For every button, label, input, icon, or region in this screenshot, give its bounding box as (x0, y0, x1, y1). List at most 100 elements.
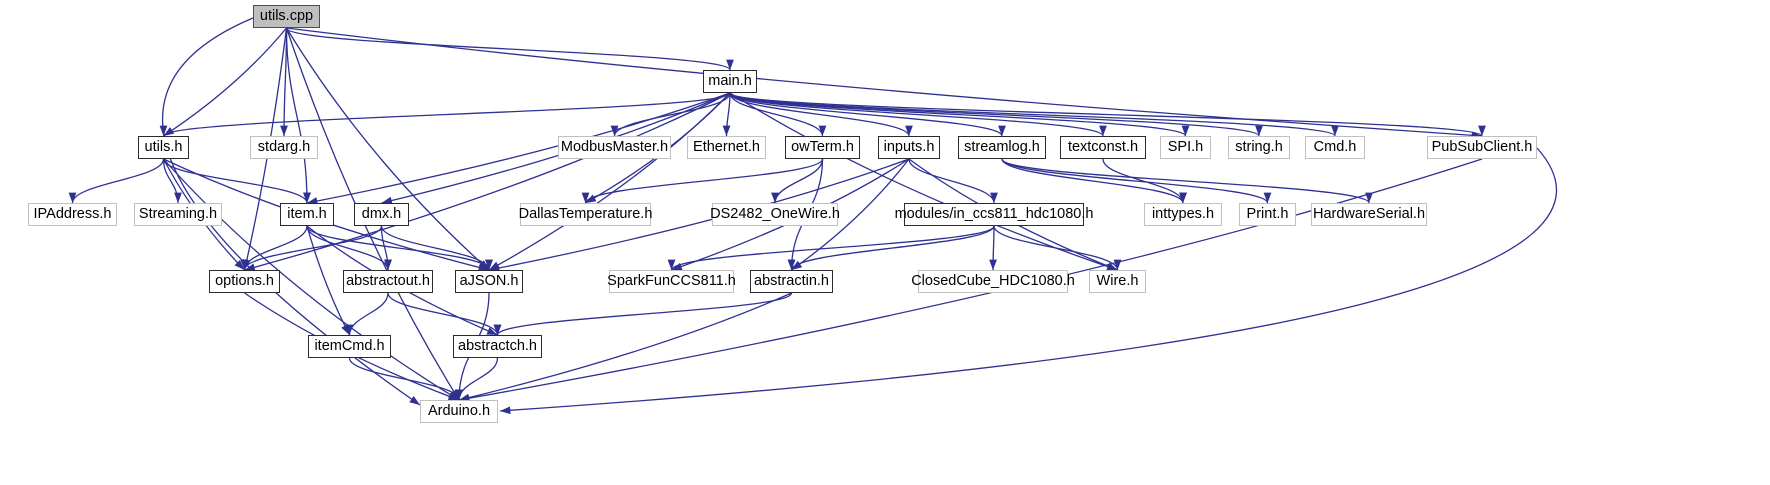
graph-node-abstractout-h[interactable]: abstractout.h (343, 270, 433, 293)
graph-node-label: Cmd.h (1313, 139, 1357, 156)
graph-node-item-h[interactable]: item.h (280, 203, 334, 226)
graph-node-itemcmd-h[interactable]: itemCmd.h (308, 335, 391, 358)
graph-node-label: dmx.h (361, 206, 402, 223)
graph-node-label: Arduino.h (427, 403, 491, 420)
graph-edge (1001, 158, 1373, 204)
graph-node-stdarg-h[interactable]: stdarg.h (250, 136, 318, 159)
graph-node-dallastemperature-h[interactable]: DallasTemperature.h (519, 203, 652, 226)
graph-node-label: Streaming.h (138, 206, 218, 223)
graph-edge (908, 158, 998, 204)
graph-node-closedcube-hdc1080-h[interactable]: ClosedCube_HDC1080.h (911, 270, 1075, 293)
graph-node-spi-h[interactable]: SPI.h (1160, 136, 1211, 159)
graph-edge (285, 27, 311, 204)
graph-edge (387, 292, 502, 336)
graph-edge (1102, 158, 1187, 204)
graph-edge (163, 27, 288, 137)
graph-node-dmx-h[interactable]: dmx.h (354, 203, 409, 226)
graph-node-inttypes-h[interactable]: inttypes.h (1144, 203, 1222, 226)
graph-node-main-h[interactable]: main.h (703, 70, 757, 93)
graph-edge (493, 292, 793, 336)
graph-node-label: HardwareSerial.h (1312, 206, 1426, 223)
graph-node-label: ModbusMaster.h (560, 139, 669, 156)
graph-node-abstractch-h[interactable]: abstractch.h (453, 335, 542, 358)
graph-edge (159, 92, 731, 137)
graph-node-label: IPAddress.h (33, 206, 112, 223)
graph-node-hardwareserial-h[interactable]: HardwareSerial.h (1311, 203, 1427, 226)
graph-node-label: PubSubClient.h (1431, 139, 1533, 156)
graph-node-label: Ethernet.h (693, 139, 760, 156)
graph-edge (667, 225, 995, 271)
graph-node-ethernet-h[interactable]: Ethernet.h (687, 136, 766, 159)
graph-edge (380, 225, 392, 271)
graph-edge (1001, 158, 1272, 204)
graph-edge (729, 92, 1107, 137)
graph-node-label: item.h (287, 206, 327, 223)
graph-node-owterm-h[interactable]: owTerm.h (785, 136, 860, 159)
graph-node-textconst-h[interactable]: textconst.h (1060, 136, 1146, 159)
graph-node-arduino-h[interactable]: Arduino.h (420, 400, 498, 423)
graph-node-sparkfunccs811-h[interactable]: SparkFunCCS811.h (607, 270, 736, 293)
graph-node-label: stdarg.h (257, 139, 311, 156)
graph-edge (162, 158, 311, 204)
graph-node-utils-cpp[interactable]: utils.cpp (253, 5, 320, 28)
graph-edge (306, 225, 392, 271)
graph-edge (381, 92, 731, 205)
graph-node-label: Print.h (1246, 206, 1289, 223)
graph-edge (610, 92, 731, 137)
graph-node-utils-h[interactable]: utils.h (138, 136, 189, 159)
graph-edge (771, 158, 824, 204)
graph-edge (306, 225, 493, 271)
graph-node-pubsubclient-h[interactable]: PubSubClient.h (1427, 136, 1537, 159)
graph-edge (1001, 158, 1187, 204)
graph-edge (729, 92, 827, 137)
graph-node-wire-h[interactable]: Wire.h (1089, 270, 1146, 293)
graph-node-ipaddress-h[interactable]: IPAddress.h (28, 203, 117, 226)
graph-node-label: string.h (1235, 139, 1283, 156)
graph-edge (162, 158, 182, 204)
graph-node-label: utils.cpp (259, 8, 314, 25)
graph-edge (285, 27, 734, 71)
graph-node-print-h[interactable]: Print.h (1239, 203, 1296, 226)
graph-node-abstractin-h[interactable]: abstractin.h (750, 270, 833, 293)
graph-edge (729, 92, 1486, 137)
graph-node-string-h[interactable]: string.h (1228, 136, 1290, 159)
graph-edge (240, 225, 383, 271)
graph-node-label: Wire.h (1096, 273, 1139, 290)
graph-node-options-h[interactable]: options.h (209, 270, 280, 293)
graph-node-label: inputs.h (883, 139, 935, 156)
graph-node-modules-ccs811-h[interactable]: modules/in_ccs811_hdc1080.h (895, 203, 1093, 226)
graph-edge (488, 92, 731, 271)
graph-node-modbusmaster-h[interactable]: ModbusMaster.h (558, 136, 671, 159)
graph-edge (729, 92, 1190, 137)
graph-node-label: options.h (215, 273, 274, 290)
graph-node-label: aJSON.h (459, 273, 519, 290)
graph-node-label: ClosedCube_HDC1080.h (911, 273, 1075, 290)
graph-edge (345, 292, 389, 336)
graph-node-label: textconst.h (1067, 139, 1139, 156)
graph-node-label: DallasTemperature.h (518, 206, 653, 223)
graph-node-label: SparkFunCCS811.h (607, 273, 736, 290)
graph-edge (729, 92, 1006, 137)
graph-node-label: utils.h (144, 139, 183, 156)
graph-node-label: itemCmd.h (314, 338, 385, 355)
graph-node-label: DS2482_OneWire.h (710, 206, 840, 223)
graph-node-label: main.h (708, 73, 752, 90)
graph-edge (455, 357, 499, 401)
graph-node-label: modules/in_ccs811_hdc1080.h (894, 206, 1094, 223)
graph-node-ajson-h[interactable]: aJSON.h (455, 270, 523, 293)
graph-node-label: abstractout.h (346, 273, 430, 290)
graph-edge (729, 92, 913, 137)
graph-edge (787, 225, 995, 271)
graph-edge (286, 27, 1483, 140)
graph-edge (729, 92, 1339, 137)
graph-node-inputs-h[interactable]: inputs.h (878, 136, 940, 159)
graph-node-streaming-h[interactable]: Streaming.h (134, 203, 222, 226)
graph-edge (729, 92, 1118, 271)
graph-node-cmd-h[interactable]: Cmd.h (1305, 136, 1365, 159)
graph-edge (244, 92, 731, 272)
graph-node-ds2482-onewire-h[interactable]: DS2482_OneWire.h (710, 203, 840, 226)
graph-node-label: SPI.h (1167, 139, 1204, 156)
graph-node-streamlog-h[interactable]: streamlog.h (958, 136, 1046, 159)
